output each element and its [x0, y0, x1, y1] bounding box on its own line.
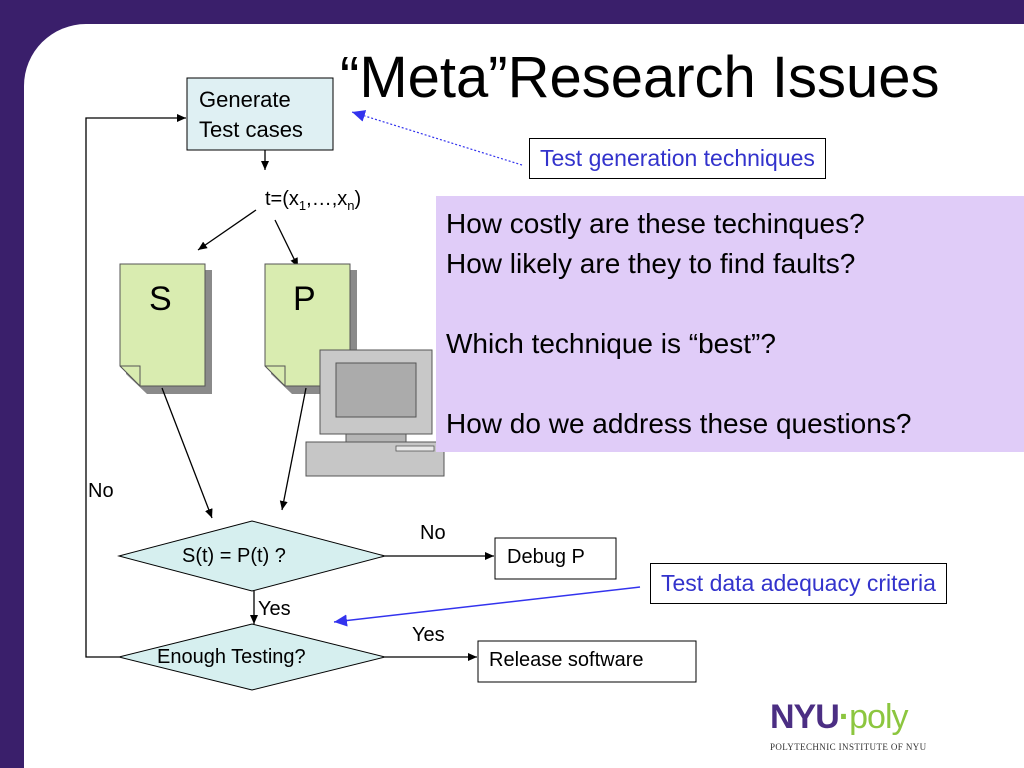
callout-connector-adequacy: [333, 586, 641, 627]
test-input-sub-n: n: [347, 198, 355, 213]
generate-box-line-2: Test cases: [199, 117, 303, 142]
label-no-loop: No: [88, 480, 114, 502]
generate-box-shape: [186, 77, 334, 151]
question-likely: How likely are they to find faults?: [446, 248, 856, 279]
spec-document-label: S: [149, 280, 172, 318]
compare-decision-label: S(t) = P(t) ?: [182, 545, 286, 567]
arrow-input-to-program: [274, 219, 299, 268]
callout-adequacy-criteria: Test data adequacy criteria: [650, 563, 947, 604]
test-input-suffix: ): [354, 188, 362, 210]
spec-document-shape: [119, 263, 212, 394]
test-input-label: t=(x1,…,xn): [265, 188, 361, 213]
generate-box-label: Generate Test cases: [199, 85, 303, 145]
arrow-input-to-spec: [197, 209, 257, 251]
debug-box-shape: [494, 537, 617, 580]
test-input-prefix: t=(x: [265, 188, 299, 210]
arrow-program-to-decision: [279, 387, 307, 511]
enough-decision-label: Enough Testing?: [157, 646, 306, 668]
computer-icon: [305, 349, 445, 477]
logo-nyu-text: NYU: [770, 698, 840, 736]
test-input-mid: ,…,x: [306, 188, 348, 210]
slide-title: “Meta”Research Issues: [340, 45, 940, 110]
logo-dot: ·: [838, 698, 850, 736]
test-input-sub-1: 1: [298, 198, 307, 213]
label-yes-enough: Yes: [412, 624, 445, 646]
release-box-shape: [477, 640, 697, 683]
debug-box-label: Debug P: [507, 546, 585, 568]
nyu-poly-logo: NYU·poly: [770, 698, 909, 737]
generate-box-line-1: Generate: [199, 87, 291, 112]
logo-poly-text: poly: [849, 698, 908, 736]
question-cost: How costly are these techinques?: [446, 208, 865, 239]
callout-test-generation: Test generation techniques: [529, 138, 826, 179]
program-document-label: P: [293, 280, 316, 318]
arrow-loop-back: [85, 114, 186, 658]
label-yes-compare: Yes: [258, 598, 291, 620]
logo-subtitle: POLYTECHNIC INSTITUTE OF NYU: [770, 742, 927, 752]
callout-connector-generation: [351, 110, 523, 166]
arrow-spec-to-decision: [161, 387, 213, 519]
question-address: How do we address these questions?: [446, 408, 912, 439]
questions-panel: How costly are these techinques? How lik…: [436, 196, 1024, 452]
release-box-label: Release software: [489, 649, 644, 671]
label-no-compare: No: [420, 522, 446, 544]
question-best: Which technique is “best”?: [446, 328, 776, 359]
